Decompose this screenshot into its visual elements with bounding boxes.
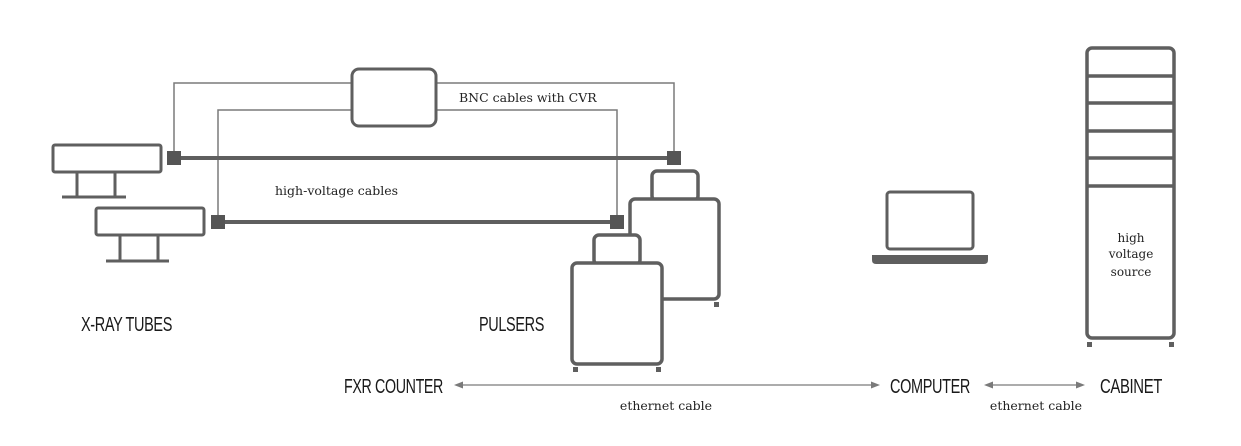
xray-tube-2 [94,206,206,263]
fxr-counter-label: FXR COUNTER [344,376,443,398]
hv-cables-label: high-voltage cables [275,183,398,198]
cabinet-rack [1085,46,1176,347]
pulser-front [570,233,664,372]
cabinet-text-line2: voltage [1108,247,1154,261]
connector-bottom-right [610,215,624,229]
xray-tubes-label: X-RAY TUBES [81,314,172,336]
cabinet-text-line3: source [1111,265,1152,279]
bnc-cables-label: BNC cables with CVR [459,90,597,105]
cvr-box [350,67,438,128]
pulsers-label: PULSERS [479,314,544,336]
bnc-wiring [173,82,675,222]
computer-label: COMPUTER [890,376,970,398]
laptop-icon [872,190,988,264]
xray-tube-1 [51,143,163,199]
cabinet-text-line1: high [1118,231,1145,245]
hv-cables [167,151,681,229]
cabinet-label: CABINET [1100,376,1162,398]
ethernet-cable-label-left: ethernet cable [620,398,712,413]
connector-bottom-left [211,215,225,229]
connector-top-right [667,151,681,165]
ethernet-links [454,381,1085,389]
ethernet-cable-label-right: ethernet cable [990,398,1082,413]
connector-top-left [167,151,181,165]
